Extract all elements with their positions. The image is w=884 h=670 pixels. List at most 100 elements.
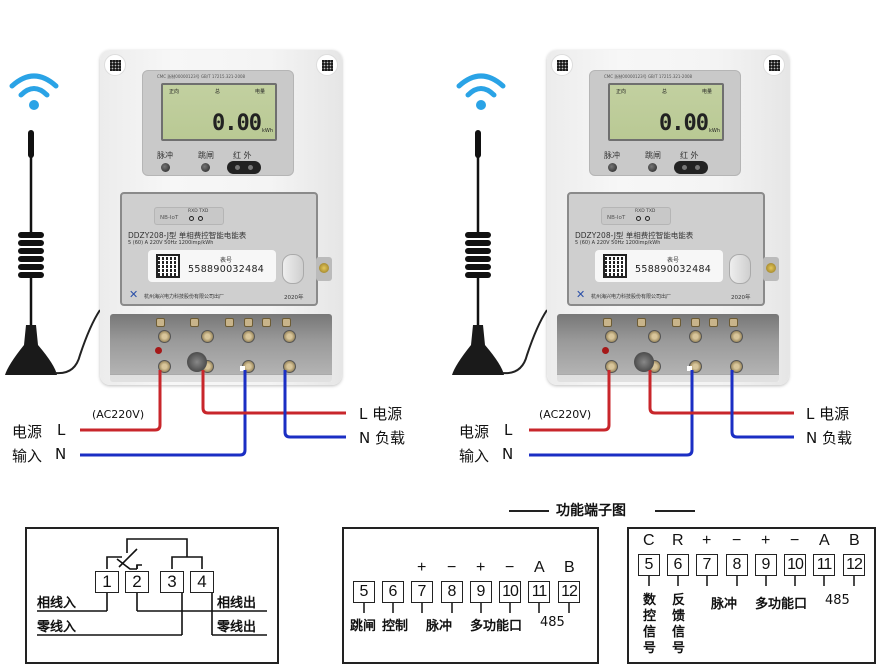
rxd-led-icon <box>636 216 641 221</box>
symbol-b: B <box>564 559 575 576</box>
marker-icon <box>687 366 692 371</box>
symbol-plus: + <box>417 559 427 576</box>
symbol-minus: − <box>732 532 742 549</box>
wifi-icon <box>456 73 506 110</box>
terminal-screw-icon <box>283 330 296 343</box>
meter-model: DDZY208-J型 单相费控智能电能表 <box>575 231 694 240</box>
lcd-label-direction: 正向 <box>169 89 180 95</box>
aux-terminal-screw-icon <box>282 318 291 327</box>
nameplate: NB-IoT RXD TXD DDZY208-J型 单相费控智能电能表 5 (6… <box>567 192 765 306</box>
rxtx-label: RXD TXD <box>635 209 656 214</box>
module-label: NB-IoT <box>160 215 179 221</box>
pulse-label: 脉冲 <box>711 597 738 612</box>
symbol-plus: + <box>761 532 771 549</box>
indicator-dot-icon <box>155 347 162 354</box>
terminal-7: 7 <box>696 554 718 576</box>
terminal-screw-icon <box>730 330 743 343</box>
terminal-screw-icon <box>201 330 214 343</box>
terminal-screw-icon <box>648 330 661 343</box>
pulse-indicator-label: 脉冲 <box>157 151 173 160</box>
neutral-input-wire <box>529 370 694 457</box>
main-terminal-wiring <box>37 538 267 636</box>
lcd-screen: 正向 总 电量 0.00 kWh <box>161 83 277 141</box>
pulse-led-icon <box>608 163 617 172</box>
nb-iot-module: NB-IoT RXD TXD <box>154 207 224 225</box>
terminal-2: 2 <box>125 571 149 593</box>
multifunction-port-label: 多功能口 <box>470 619 523 634</box>
meter-panel-right: CMC 浙制00000123号 GB/T 17215.321-2008 正向 总… <box>447 0 884 490</box>
symbol-r: R <box>672 532 684 549</box>
certification-line: CMC 浙制00000123号 GB/T 17215.321-2008 <box>157 74 246 79</box>
terminal-cover <box>557 374 779 382</box>
aux-terminal-screw-icon <box>603 318 612 327</box>
seal-screw-icon <box>763 257 779 281</box>
live-output-wire <box>201 370 346 415</box>
terminal-3: 3 <box>160 571 184 593</box>
lcd-label-energy: 电量 <box>255 89 266 95</box>
terminal-5: 5 <box>638 554 660 576</box>
signal-terminal-leads <box>648 576 855 586</box>
module-label: NB-IoT <box>607 215 626 221</box>
terminal-8: 8 <box>441 581 463 603</box>
lcd-unit: kWh <box>708 128 720 134</box>
trip-indicator-label: 跳闸 <box>198 151 214 160</box>
lcd-label-total: 总 <box>215 89 221 95</box>
main-terminal-diagram: 1 2 3 4 相线入 零线入 相线出 零线出 <box>25 527 279 664</box>
manufacture-year: 2020年 <box>284 295 304 301</box>
terminal-5: 5 <box>353 581 375 603</box>
input-live-label: L <box>504 421 513 439</box>
terminal-11: 11 <box>528 581 550 603</box>
symbol-b: B <box>849 532 860 549</box>
electric-meter: CMC 浙制00000123号 GB/T 17215.321-2008 正向 总… <box>100 50 342 385</box>
terminal-block <box>557 314 779 382</box>
nameplate: NB-IoT RXD TXD DDZY208-J型 单相费控智能电能表 5 (6… <box>120 192 318 306</box>
input-neutral-label: N <box>55 445 67 463</box>
terminal-screw-icon <box>605 360 618 373</box>
pulse-indicator-label: 脉冲 <box>604 151 620 160</box>
terminal-screw-icon <box>730 360 743 373</box>
neutral-output-wire <box>283 370 346 439</box>
maker-logo-icon: ✕ <box>576 288 586 301</box>
terminal-cover <box>110 374 332 382</box>
qr-code-icon <box>104 54 126 76</box>
symbol-a: A <box>819 532 830 549</box>
meter-spec: 5 (60) A 220V 50Hz 1200imp/kWh <box>128 240 214 246</box>
qr-code-icon <box>316 54 338 76</box>
terminal-11: 11 <box>813 554 835 576</box>
indicator-dot-icon <box>602 347 609 354</box>
meter-id-card: 表号 558890032484 <box>148 250 276 282</box>
aux-terminal-screw-icon <box>225 318 234 327</box>
symbol-plus: + <box>702 532 712 549</box>
infrared-label: 红 外 <box>233 151 252 160</box>
signal-terminal-diagram: C R + − + − A B 5 6 7 8 9 10 11 12 数控信号 … <box>627 527 876 664</box>
qr-code-icon <box>763 54 785 76</box>
symbol-a: A <box>534 559 545 576</box>
meter-panel-left: CMC 浙制00000123号 GB/T 17215.321-2008 正向 总… <box>0 0 442 490</box>
meter-spec: 5 (60) A 220V 50Hz 1200imp/kWh <box>575 240 661 246</box>
function-terminal-leads <box>363 603 570 613</box>
output-live-label: L 电源 <box>806 405 850 423</box>
meter-id-title: 表号 <box>220 257 233 264</box>
neutral-out-label: 零线出 <box>217 620 257 635</box>
rxtx-label: RXD TXD <box>188 209 209 214</box>
certification-line: CMC 浙制00000123号 GB/T 17215.321-2008 <box>604 74 693 79</box>
lcd-reading: 0.00 <box>659 111 709 136</box>
terminal-4: 4 <box>190 571 214 593</box>
section-title: 功能端子图 <box>556 503 626 519</box>
marker-icon <box>240 366 245 371</box>
input-label-power: 电源 <box>12 423 43 441</box>
rxd-led-icon <box>189 216 194 221</box>
terminal-10: 10 <box>784 554 806 576</box>
aux-terminal-screw-icon <box>691 318 700 327</box>
lcd-screen: 正向 总 电量 0.00 kWh <box>608 83 724 141</box>
terminal-screw-icon <box>242 330 255 343</box>
function-terminal-diagram: + − + − A B 5 6 7 8 9 10 11 12 跳闸 控制 脉冲 … <box>342 527 599 664</box>
manufacturer: 杭州海兴电力科技股份有限公司出厂 <box>591 294 672 300</box>
terminal-10: 10 <box>499 581 521 603</box>
rs485-label: 485 <box>825 593 850 608</box>
trip-indicator-label: 跳闸 <box>645 151 661 160</box>
aux-terminal-screw-icon <box>190 318 199 327</box>
meter-id-title: 表号 <box>667 257 680 264</box>
wifi-icon <box>9 73 59 110</box>
meter-id-number: 558890032484 <box>635 264 712 275</box>
